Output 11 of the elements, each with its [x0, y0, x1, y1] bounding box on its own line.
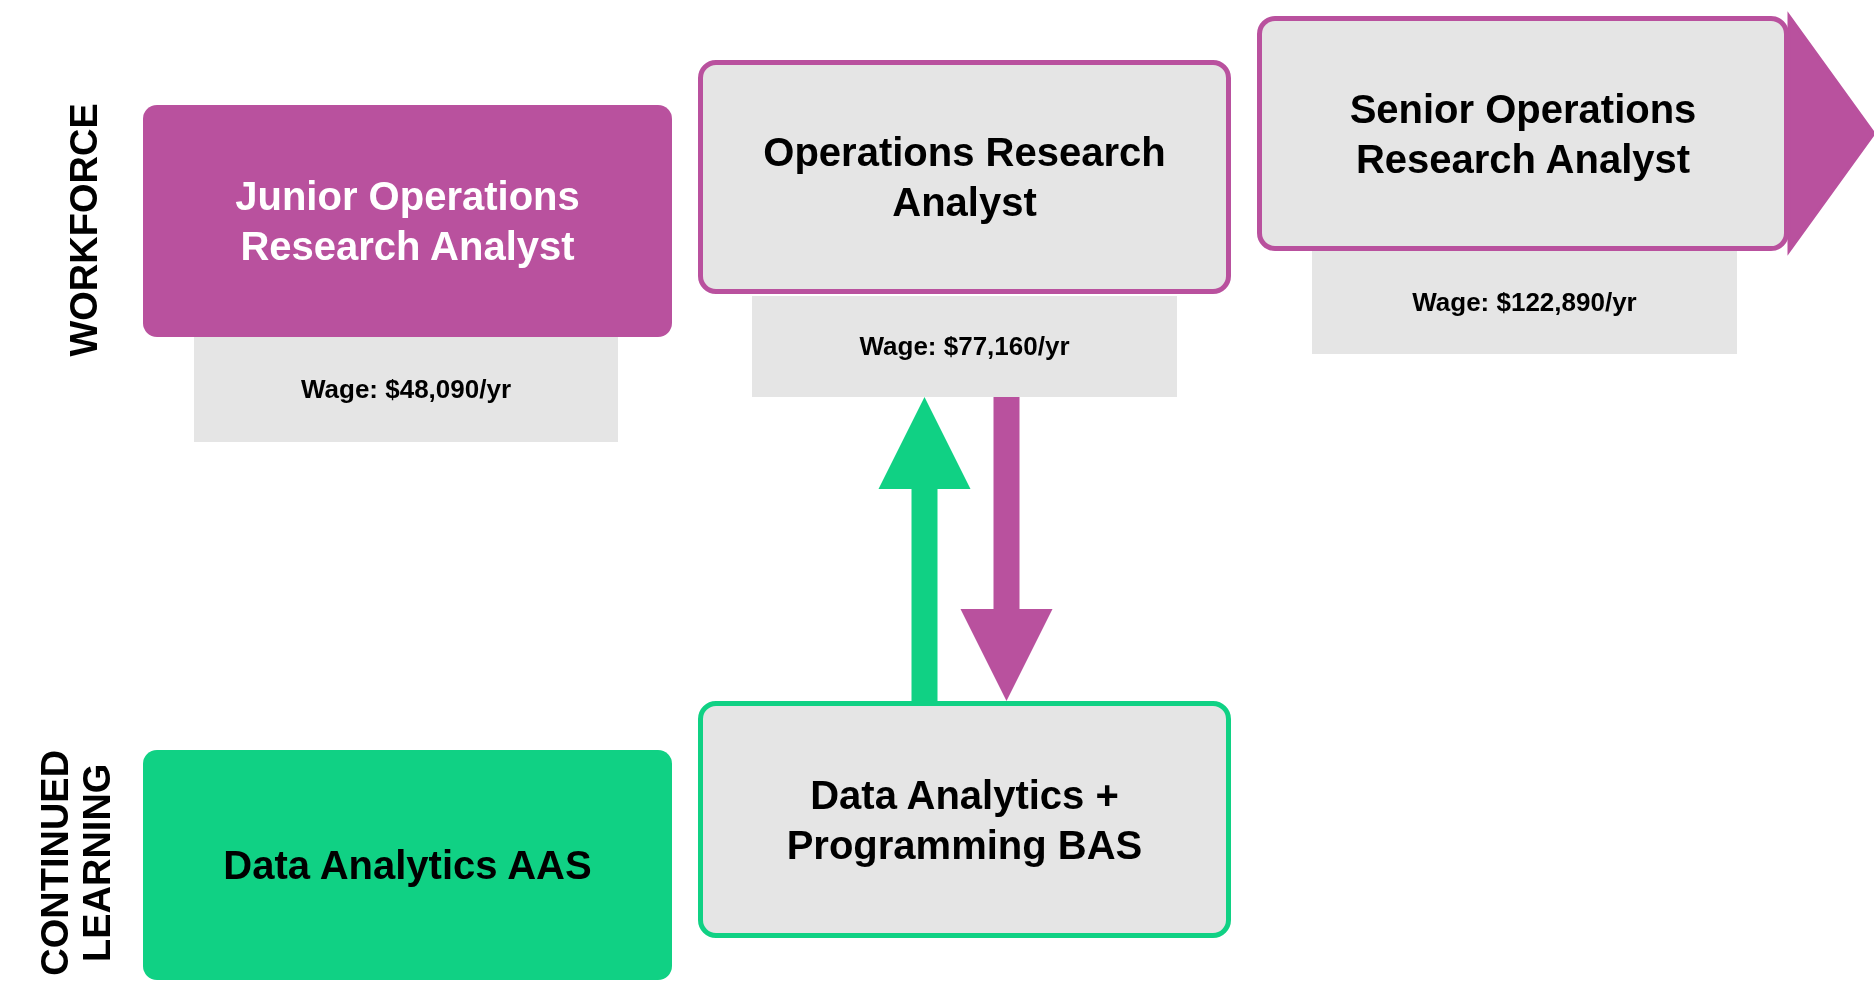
section-label: CONTINUED LEARNING — [35, 748, 119, 978]
wage-bar: Wage: $77,160/yr — [752, 296, 1177, 397]
chevron-arrow — [1787, 11, 1874, 256]
wage-bar: Wage: $122,890/yr — [1312, 251, 1737, 354]
wage-bar: Wage: $48,090/yr — [194, 337, 618, 442]
role-box: Operations Research Analyst — [698, 60, 1231, 294]
role-box: Senior Operations Research Analyst — [1257, 16, 1789, 251]
program-box: Data Analytics AAS — [143, 750, 672, 980]
program-box: Data Analytics + Programming BAS — [698, 701, 1231, 938]
section-label: WORKFORCE — [64, 102, 106, 359]
role-box: Junior Operations Research Analyst — [143, 105, 672, 337]
